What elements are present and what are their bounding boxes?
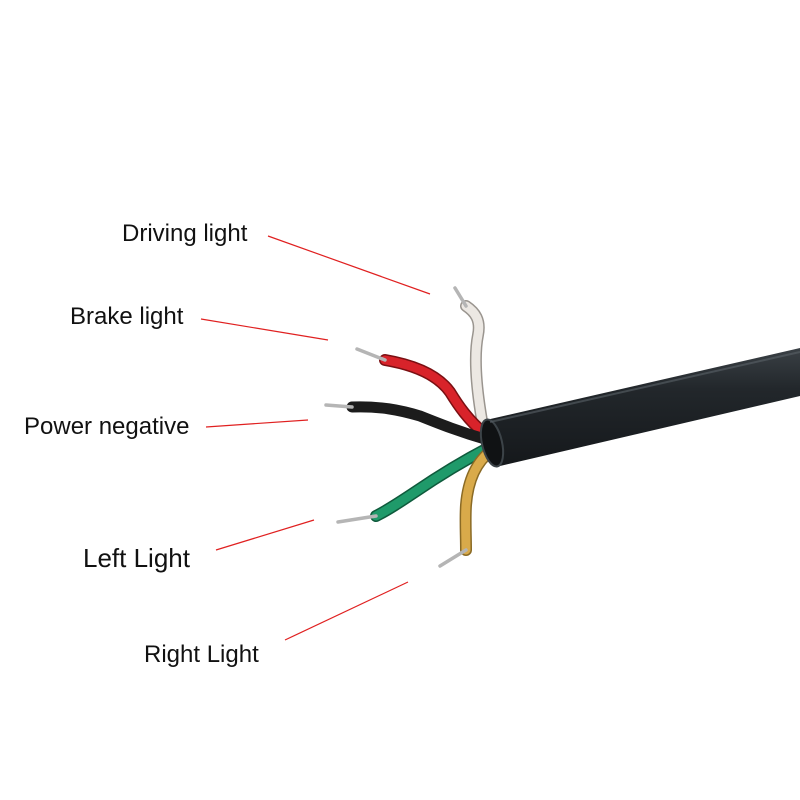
label-driving-light: Driving light bbox=[122, 220, 248, 247]
yellow-wire bbox=[438, 444, 498, 568]
leader-line-left bbox=[215, 519, 315, 551]
leader-line-driving bbox=[267, 235, 431, 295]
black-wire bbox=[324, 401, 494, 446]
white-wire bbox=[453, 286, 490, 438]
cable-jacket bbox=[479, 348, 800, 468]
label-brake-light: Brake light bbox=[70, 303, 184, 330]
leader-line-brake bbox=[200, 318, 329, 341]
leader-line-power bbox=[205, 419, 309, 428]
red-wire bbox=[355, 347, 491, 440]
leader-line-right bbox=[284, 581, 409, 641]
green-wire bbox=[336, 442, 494, 524]
label-left-light: Left Light bbox=[83, 543, 190, 573]
label-power-negative: Power negative bbox=[24, 413, 190, 440]
label-right-light: Right Light bbox=[144, 641, 259, 668]
leader-lines bbox=[200, 235, 431, 641]
